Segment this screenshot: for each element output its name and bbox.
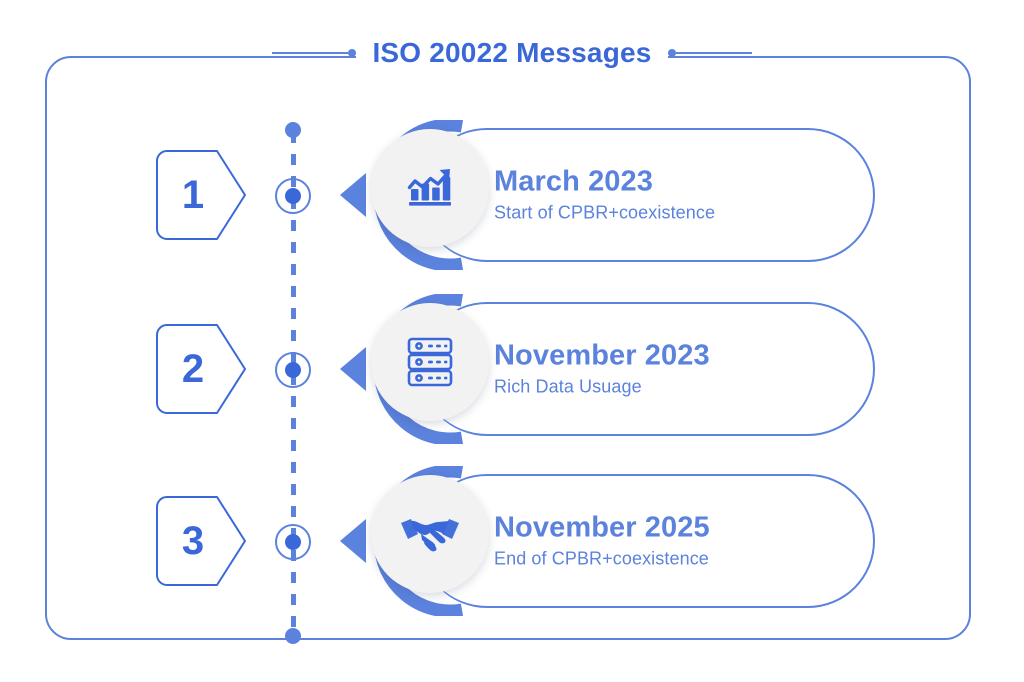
milestone-subtitle: End of CPBR+coexistence xyxy=(494,548,709,569)
milestone-title: November 2023 xyxy=(494,339,710,372)
milestone-subtitle: Start of CPBR+coexistence xyxy=(494,202,716,223)
timeline-top-dot-icon xyxy=(285,122,301,138)
timeline-marker-ring-icon xyxy=(275,352,311,388)
milestone-row: 2 November 2023 Rich Data Usuage xyxy=(0,290,1024,448)
milestone-number: 1 xyxy=(181,173,205,217)
milestone-title: November 2025 xyxy=(494,511,710,544)
page-title-group: ISO 20022 Messages xyxy=(0,31,1024,75)
timeline-marker-dot-icon xyxy=(285,362,301,378)
milestone-icon-disc xyxy=(371,303,489,421)
title-rule-left-icon xyxy=(272,49,357,57)
timeline-marker-ring-icon xyxy=(275,178,311,214)
milestone-medallion xyxy=(340,459,492,623)
milestone-number-badge[interactable]: 2 xyxy=(155,323,249,415)
milestone-number-badge[interactable]: 3 xyxy=(155,495,249,587)
milestone-card-text: November 2025 End of CPBR+coexistence xyxy=(494,511,854,570)
timeline-bottom-dot-icon xyxy=(285,628,301,644)
timeline-marker[interactable] xyxy=(275,524,311,560)
medallion-pointer-icon xyxy=(340,347,366,391)
milestone-card[interactable]: November 2023 Rich Data Usuage xyxy=(420,302,875,436)
timeline-marker[interactable] xyxy=(275,178,311,214)
milestone-card[interactable]: November 2025 End of CPBR+coexistence xyxy=(420,474,875,608)
milestone-card-text: March 2023 Start of CPBR+coexistence xyxy=(494,165,854,224)
milestone-subtitle: Rich Data Usuage xyxy=(494,376,642,397)
handshake-icon xyxy=(401,519,459,552)
medallion-pointer-icon xyxy=(340,173,366,217)
milestone-icon-disc xyxy=(371,129,489,247)
milestone-card[interactable]: March 2023 Start of CPBR+coexistence xyxy=(420,128,875,262)
page-title: ISO 20022 Messages xyxy=(356,31,668,75)
milestone-icon-disc xyxy=(371,475,489,593)
milestone-row: 1 March 2023 Start of CPBR+coexistence xyxy=(0,116,1024,274)
title-rule-right-icon xyxy=(667,49,752,57)
milestone-row: 3 November 2025 End of CPBR+coexistence xyxy=(0,462,1024,620)
milestone-medallion xyxy=(340,287,492,451)
timeline-marker-ring-icon xyxy=(275,524,311,560)
server-rack-icon xyxy=(407,337,453,387)
milestone-medallion xyxy=(340,113,492,277)
timeline-marker-dot-icon xyxy=(285,534,301,550)
milestone-card-text: November 2023 Rich Data Usuage xyxy=(494,339,854,398)
growth-chart-icon xyxy=(407,169,451,206)
milestone-title: March 2023 xyxy=(494,165,653,198)
timeline-marker-dot-icon xyxy=(285,188,301,204)
milestone-number: 3 xyxy=(181,519,205,563)
timeline-marker[interactable] xyxy=(275,352,311,388)
medallion-pointer-icon xyxy=(340,519,366,563)
milestone-number: 2 xyxy=(181,347,205,391)
milestone-number-badge[interactable]: 1 xyxy=(155,149,249,241)
